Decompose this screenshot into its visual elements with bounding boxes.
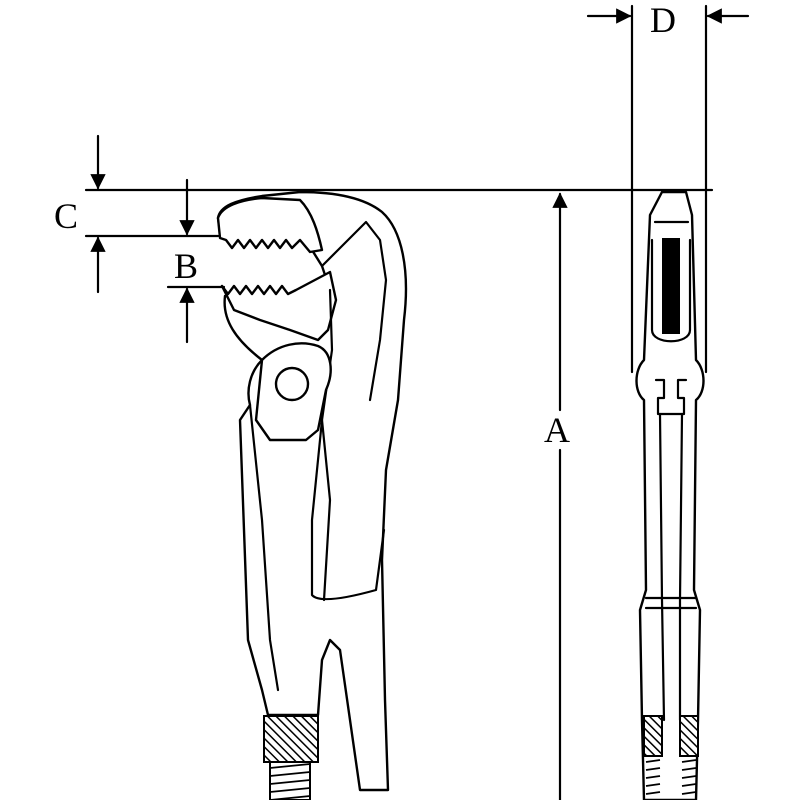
front-jaw-slot <box>662 238 680 334</box>
lower-jaw <box>220 270 338 342</box>
dimension-label-d: D <box>650 0 676 40</box>
hook-jaw <box>216 196 324 254</box>
dimension-label-b: B <box>174 246 198 286</box>
front-jaw-outline <box>650 220 692 343</box>
front-nut-right <box>679 715 699 757</box>
front-handle-lines <box>658 412 684 722</box>
adjusting-screw-threads <box>269 761 311 800</box>
wrench-front-view <box>635 190 705 800</box>
head-inner-edge <box>320 220 388 402</box>
pivot-pin <box>274 366 310 402</box>
front-nut-left <box>643 715 663 757</box>
front-coupling <box>654 378 688 416</box>
front-handle-band <box>644 596 698 610</box>
adjusting-nut <box>263 715 319 763</box>
front-body <box>635 190 705 800</box>
handle-inner-edge <box>248 403 280 692</box>
dimension-label-a: A <box>544 410 570 450</box>
dimension-lines <box>84 4 750 800</box>
wrench-side-view <box>216 190 408 800</box>
dimension-label-c: C <box>54 196 78 236</box>
front-threads <box>645 759 697 795</box>
handle-rib <box>320 418 332 602</box>
